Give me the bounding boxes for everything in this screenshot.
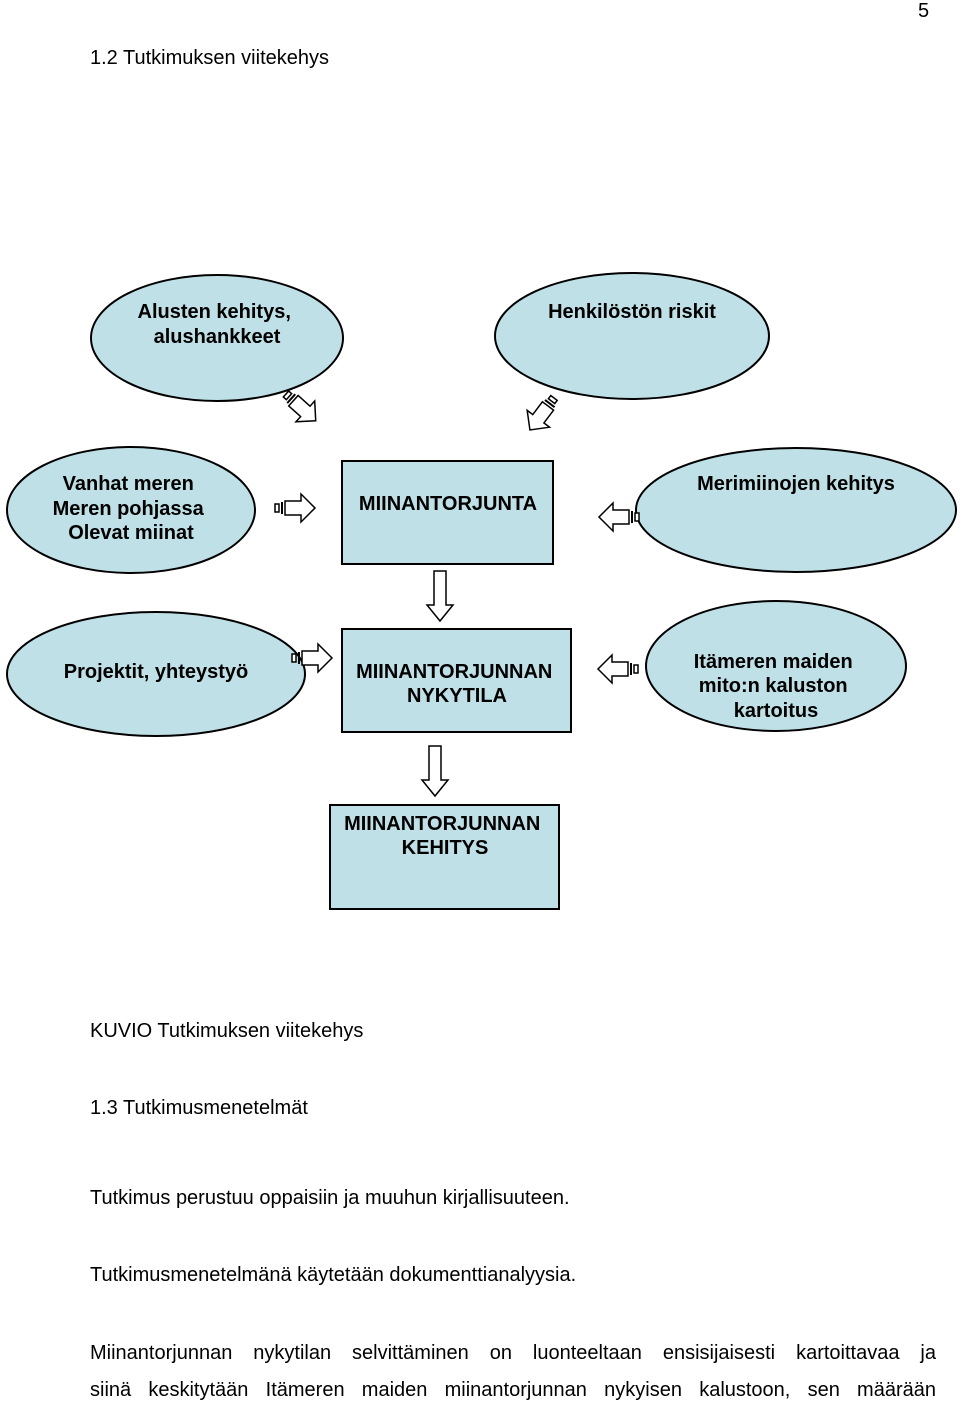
label-henkilosto: Henkilöstön riskit xyxy=(548,301,716,323)
node-miinantorjunta xyxy=(341,460,554,565)
section-heading-1-3: 1.3 Tutkimusmenetelmät xyxy=(90,1097,308,1119)
figure-caption: KUVIO Tutkimuksen viitekehys xyxy=(90,1020,364,1042)
node-merimiinojen-kehitys xyxy=(635,447,957,573)
paragraph-3-line-2: siinä keskitytään Itämeren maiden miinan… xyxy=(90,1379,936,1401)
label-merimiinojen: Merimiinojen kehitys xyxy=(697,473,895,495)
label-miinantorjunta: MIINANTORJUNTA xyxy=(359,493,537,515)
node-nykytila xyxy=(341,628,572,733)
label-kehitys: MIINANTORJUNNAN KEHITYS xyxy=(344,813,546,859)
arrow-nykytila-to-kehitys xyxy=(421,745,449,797)
arrow-henkilosto-to-miinantorjunta xyxy=(517,388,566,440)
paragraph-3-line-1: Miinantorjunnan nykytilan selvittäminen … xyxy=(90,1342,936,1364)
node-kehitys xyxy=(329,804,560,910)
label-nykytila: MIINANTORJUNNAN NYKYTILA xyxy=(356,661,558,707)
section-heading-1-2: 1.2 Tutkimuksen viitekehys xyxy=(90,47,329,69)
arrow-vanhat-to-miinantorjunta xyxy=(274,493,316,523)
node-alusten-kehitys xyxy=(90,274,344,402)
node-vanhat-miinat xyxy=(6,446,256,574)
arrow-merimiinojen-to-miinantorjunta xyxy=(598,502,640,532)
label-vanhat: Vanhat meren Meren pohjassa Olevat miina… xyxy=(53,473,210,544)
label-itameren: Itämeren maiden mito:n kaluston kartoitu… xyxy=(694,651,859,722)
label-alusten: Alusten kehitys, alushankkeet xyxy=(138,301,297,348)
arrow-miinantorjunta-to-nykytila xyxy=(426,570,454,622)
node-henkiloston-riskit xyxy=(494,272,770,400)
label-projektit: Projektit, yhteystyö xyxy=(64,661,249,683)
node-projektit xyxy=(6,611,306,737)
paragraph-2: Tutkimusmenetelmänä käytetään dokumentti… xyxy=(90,1264,577,1286)
page-number: 5 xyxy=(918,0,930,22)
paragraph-1: Tutkimus perustuu oppaisiin ja muuhun ki… xyxy=(90,1187,570,1209)
node-itameren-kartoitus xyxy=(645,600,907,732)
arrow-itameren-to-nykytila xyxy=(597,654,639,684)
